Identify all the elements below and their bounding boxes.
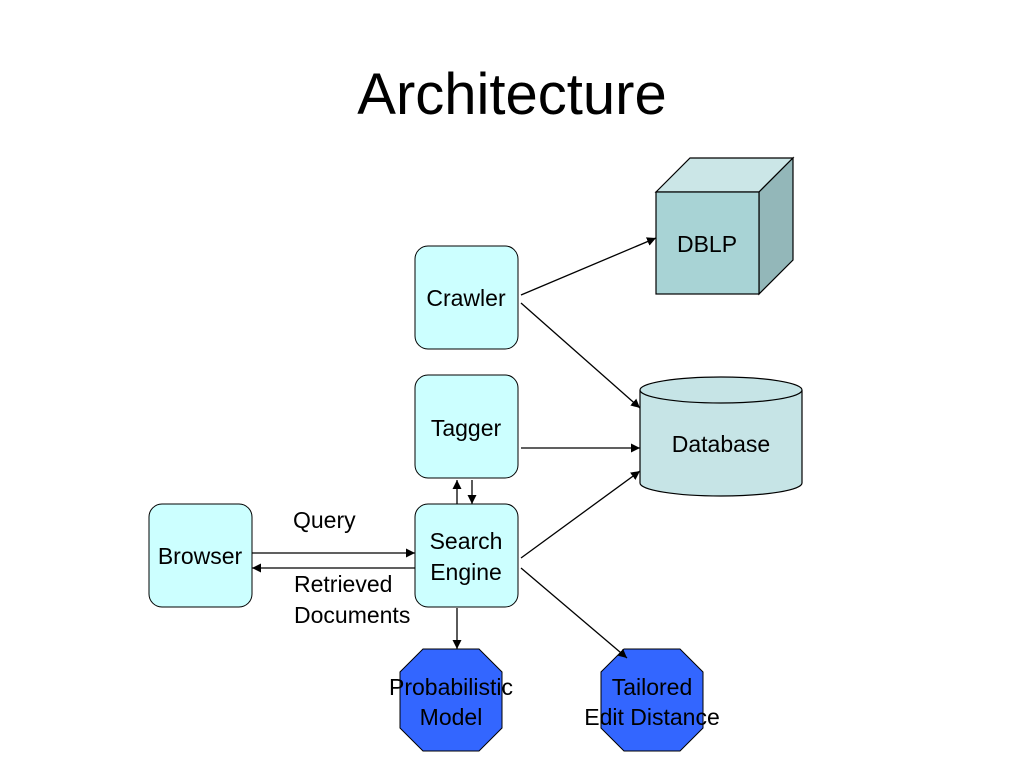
tagger-label: Tagger [431,415,502,441]
tailored-edit-distance-octagon [600,648,704,752]
search-engine-label-line1: Search [430,528,503,554]
browser-label: Browser [158,543,243,569]
crawler-node: Crawler [414,245,519,350]
slide-title: Architecture [357,62,667,127]
probabilistic-model-node: Probabilistic Model [389,648,513,752]
crawler-label: Crawler [426,285,506,311]
search-engine-node: Search Engine [414,503,519,608]
dblp-node: DBLP [654,156,795,296]
probabilistic-model-octagon [399,648,503,752]
edge-crawler-to-dblp [520,237,657,296]
probabilistic-model-label-line2: Model [420,704,483,730]
database-label: Database [672,431,770,457]
tailored-edit-distance-label-line1: Tailored [612,674,693,700]
dblp-cube-front [655,191,760,295]
probabilistic-model-label-line1: Probabilistic [389,674,513,700]
tailored-edit-distance-label-line2: Edit Distance [584,704,720,730]
browser-node: Browser [148,503,253,608]
database-node: Database [639,376,803,497]
retrieved-documents-edge-label-line2: Documents [294,602,410,628]
database-cylinder-top [639,376,803,404]
crawler-box [414,245,519,350]
search-engine-box [414,503,519,608]
edge-search-engine-to-database [520,470,641,559]
tagger-box [414,374,519,479]
search-engine-label-line2: Engine [430,559,502,585]
dblp-label: DBLP [677,231,737,257]
database-cylinder-body [639,390,803,497]
edge-search-engine-to-tailored-edit-distance [520,567,628,659]
query-edge-label: Query [293,507,356,533]
retrieved-documents-edge-label-line1: Retrieved [294,571,392,597]
edge-crawler-to-database [520,302,641,409]
browser-box [148,503,253,608]
tagger-node: Tagger [414,374,519,479]
tailored-edit-distance-node: Tailored Edit Distance [584,648,720,752]
